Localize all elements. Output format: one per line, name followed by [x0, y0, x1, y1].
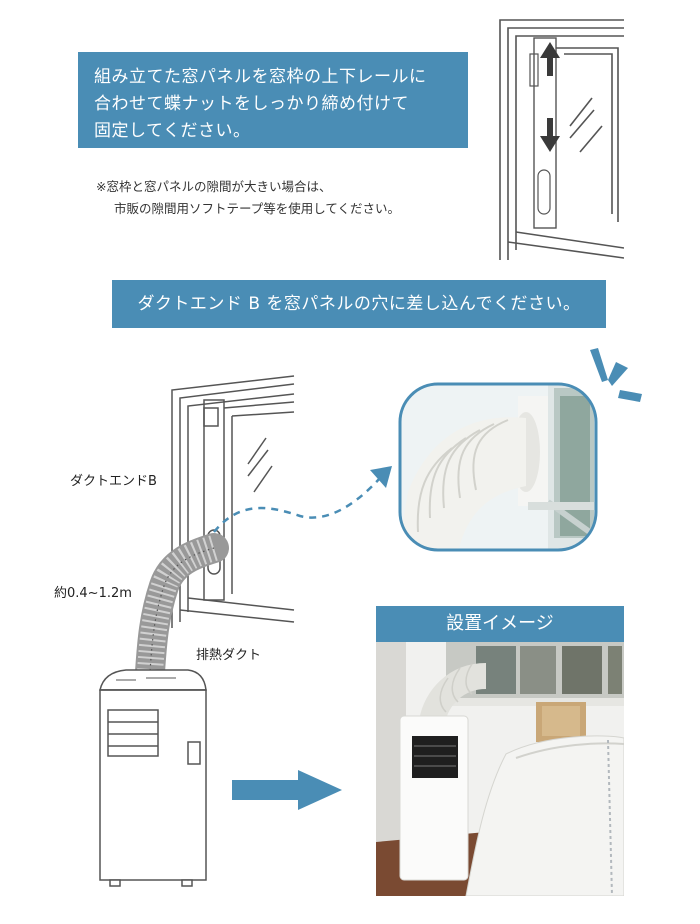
- install-photo: [376, 642, 624, 896]
- instruction-step1-line: 固定してください。: [94, 121, 251, 141]
- window-panel-diagram: [499, 19, 624, 260]
- emphasis-lines-icon: [590, 348, 642, 402]
- note-line: 市販の隙間用ソフトテープ等を使用してください。: [114, 201, 401, 216]
- zoom-detail: [398, 382, 598, 552]
- install-image-title: 設置イメージ: [376, 606, 624, 642]
- instruction-step2-banner: ダクトエンド B を窓パネルの穴に差し込んでください。: [112, 280, 606, 328]
- instruction-step1-line: 組み立てた窓パネルを窓枠の上下レールに: [94, 67, 427, 87]
- ac-installation-diagram: [99, 375, 295, 887]
- instruction-step1-banner: 組み立てた窓パネルを窓枠の上下レールに 合わせて蝶ナットをしっかり締め付けて 固…: [78, 52, 468, 148]
- label-duct-end-b: ダクトエンドB: [70, 474, 157, 489]
- dashed-arrow-icon: [213, 466, 392, 533]
- gap-note: ※窓枠と窓パネルの隙間が大きい場合は、 市販の隙間用ソフトテープ等を使用してくだ…: [96, 176, 400, 220]
- instruction-step1-line: 合わせて蝶ナットをしっかり締め付けて: [94, 94, 409, 114]
- label-exhaust-duct: 排熱ダクト: [196, 648, 262, 663]
- right-arrow-icon: [232, 770, 342, 810]
- label-duct-length: 約0.4~1.2m: [54, 586, 132, 601]
- note-line: ※窓枠と窓パネルの隙間が大きい場合は、: [96, 179, 332, 194]
